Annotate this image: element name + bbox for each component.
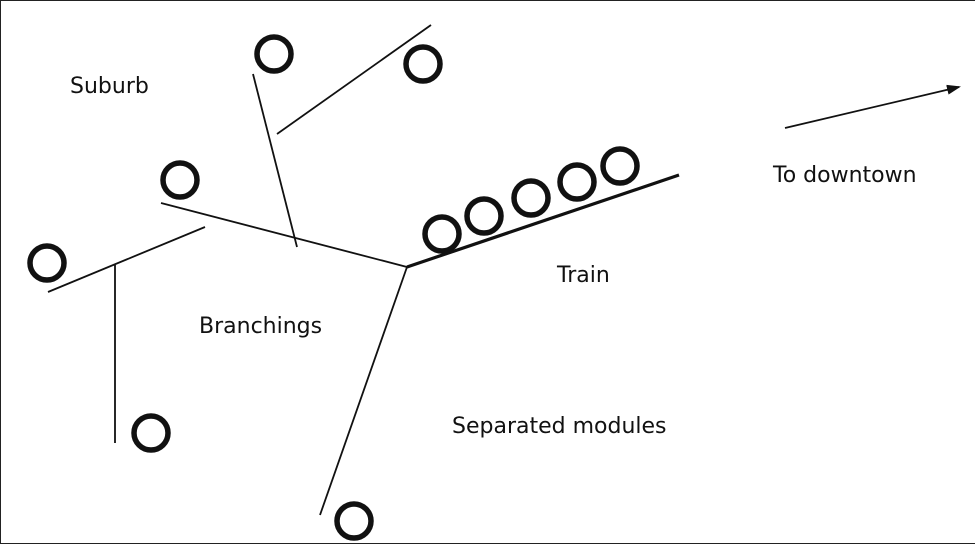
branch-line-down (319, 266, 408, 516)
module-circle-icon (27, 243, 67, 283)
train-module-circle-icon (600, 146, 640, 186)
train-module-circle-icon (422, 214, 462, 254)
module-circle-icon (254, 34, 294, 74)
train-label: Train (556, 263, 610, 288)
branch-line-top-right (276, 24, 432, 135)
to-downtown-label: To downtown (772, 163, 917, 188)
module-circle-icon (131, 413, 171, 453)
main-branch-line (160, 202, 408, 268)
train-module-circle-icon (511, 178, 551, 218)
module-circle-icon (334, 501, 374, 541)
train-line (406, 173, 680, 269)
branch-line-left (47, 226, 206, 293)
branchings-label: Branchings (199, 314, 322, 339)
separated-modules-label: Separated modules (452, 414, 667, 439)
branch-line-top-left (252, 73, 298, 248)
train-module-circle-icon (557, 162, 597, 202)
module-circle-icon (403, 44, 443, 84)
to-downtown-arrow-icon (784, 84, 961, 129)
suburb-label: Suburb (70, 74, 149, 99)
train-module-circle-icon (464, 196, 504, 236)
module-circle-icon (160, 160, 200, 200)
